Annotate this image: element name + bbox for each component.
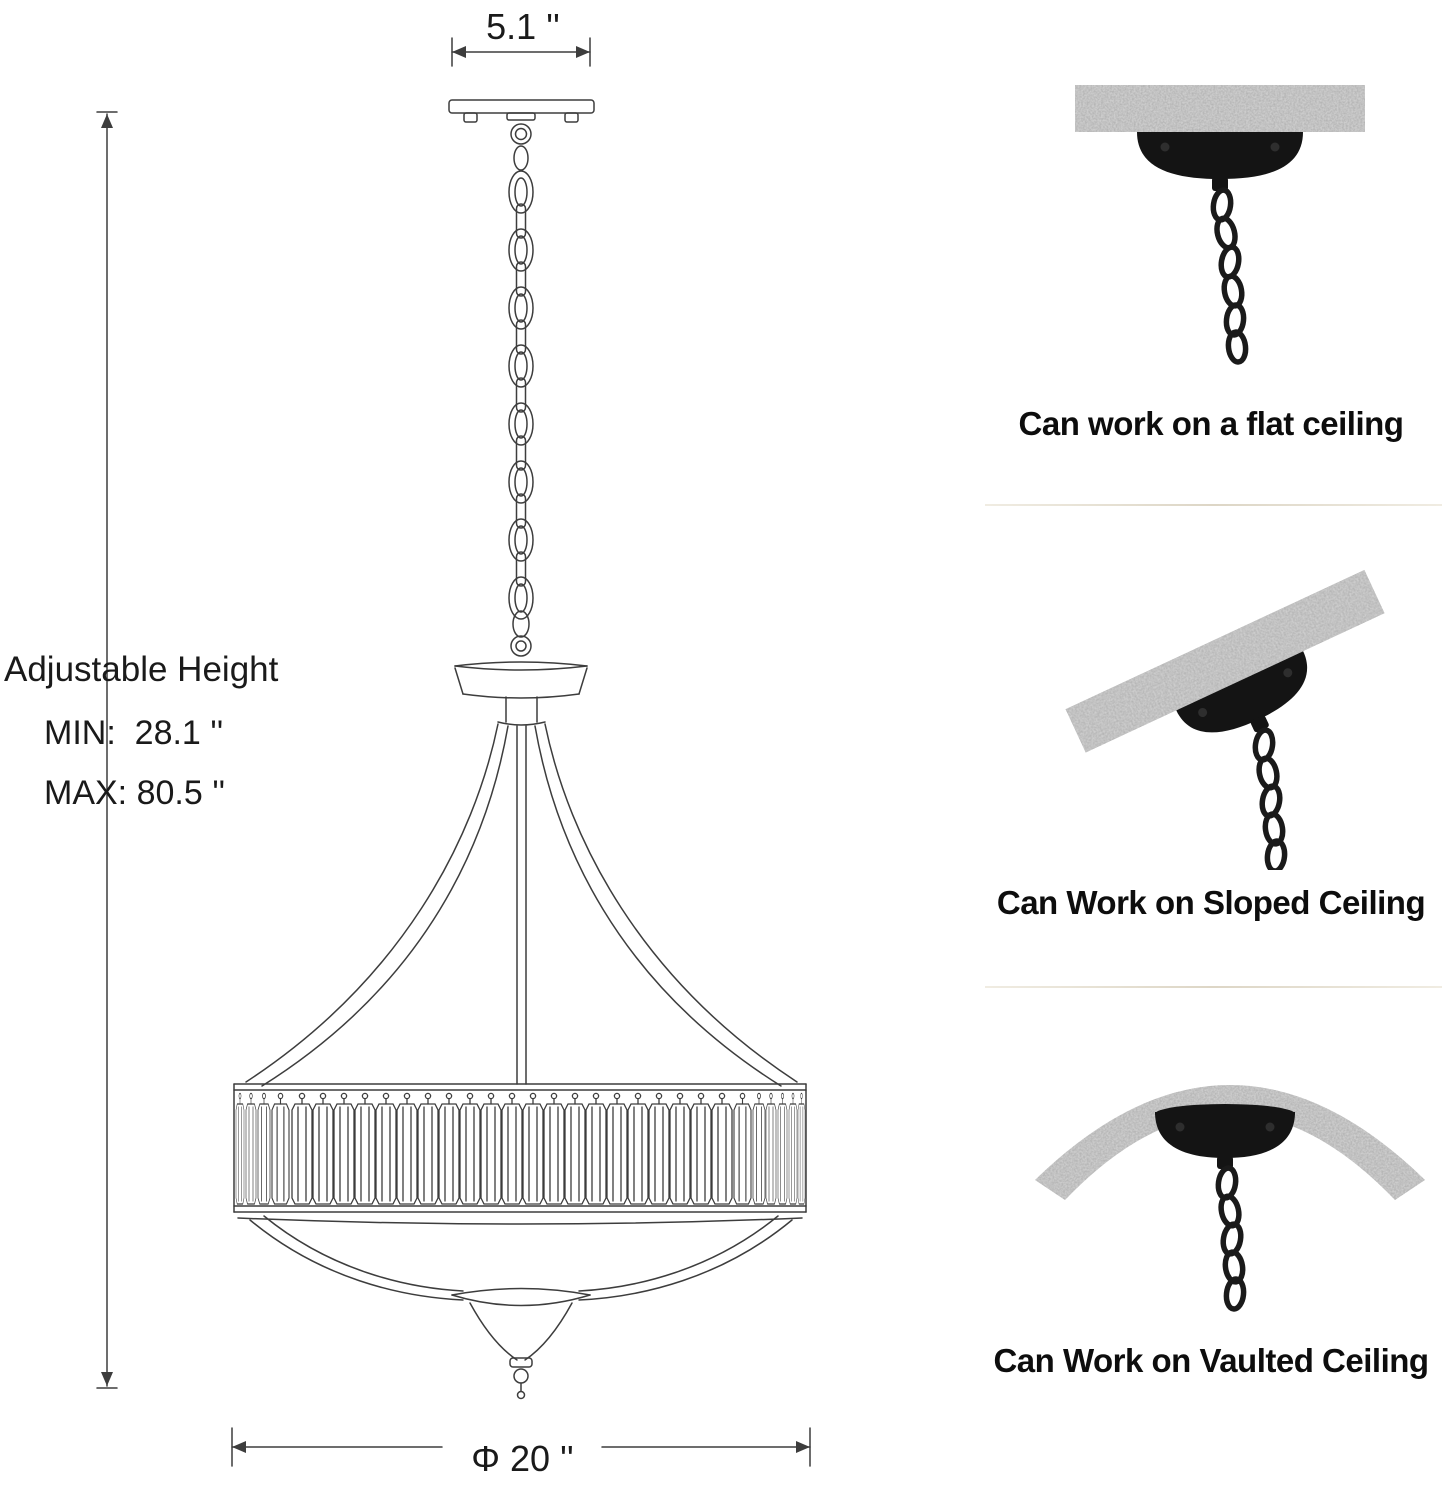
adjustable-height-label: Adjustable Height xyxy=(4,650,279,689)
black-canopy xyxy=(1176,651,1308,733)
height-max-value: MAX: 80.5 '' xyxy=(44,774,226,812)
diameter-dimension: Φ 20 '' xyxy=(471,1438,574,1479)
upper-cup xyxy=(454,661,588,726)
ceiling-plate xyxy=(448,99,595,123)
canopy-chain xyxy=(1210,187,1249,365)
black-canopy xyxy=(1137,132,1303,191)
black-canopy xyxy=(1155,1104,1295,1169)
canopy-chain xyxy=(1215,1165,1247,1312)
ceiling-bar xyxy=(1065,569,1385,753)
section-divider xyxy=(985,504,1442,506)
chandelier-line-drawing xyxy=(96,37,811,1467)
flat-ceiling-illustration xyxy=(1075,85,1365,365)
flat-ceiling-caption: Can work on a flat ceiling xyxy=(1018,405,1404,442)
height-min-value: MIN: 28.1 '' xyxy=(44,714,224,752)
canopy-width-dimension: 5.1 '' xyxy=(486,6,560,47)
section-divider xyxy=(985,986,1442,988)
canopy-chain xyxy=(1252,727,1288,870)
crystal-prisms xyxy=(235,1092,806,1205)
sloped-ceiling-caption: Can Work on Sloped Ceiling xyxy=(996,884,1426,921)
vaulted-ceiling-illustration xyxy=(1035,1085,1425,1312)
sloped-ceiling-group xyxy=(1065,569,1385,753)
hanging-loop xyxy=(510,123,532,171)
chandelier-body xyxy=(96,37,811,1467)
frame-arms xyxy=(245,723,798,1087)
height-dimension-line xyxy=(96,111,118,1389)
chain xyxy=(508,170,534,657)
lower-frame xyxy=(249,1215,793,1400)
ceiling-bar xyxy=(1075,85,1365,132)
dimension-arrowheads xyxy=(101,46,810,1453)
sloped-ceiling-illustration xyxy=(1065,569,1385,870)
vaulted-ceiling-caption: Can Work on Vaulted Ceiling xyxy=(993,1342,1429,1379)
crystal-band-rails xyxy=(233,1083,807,1225)
center-rod xyxy=(516,725,527,1085)
